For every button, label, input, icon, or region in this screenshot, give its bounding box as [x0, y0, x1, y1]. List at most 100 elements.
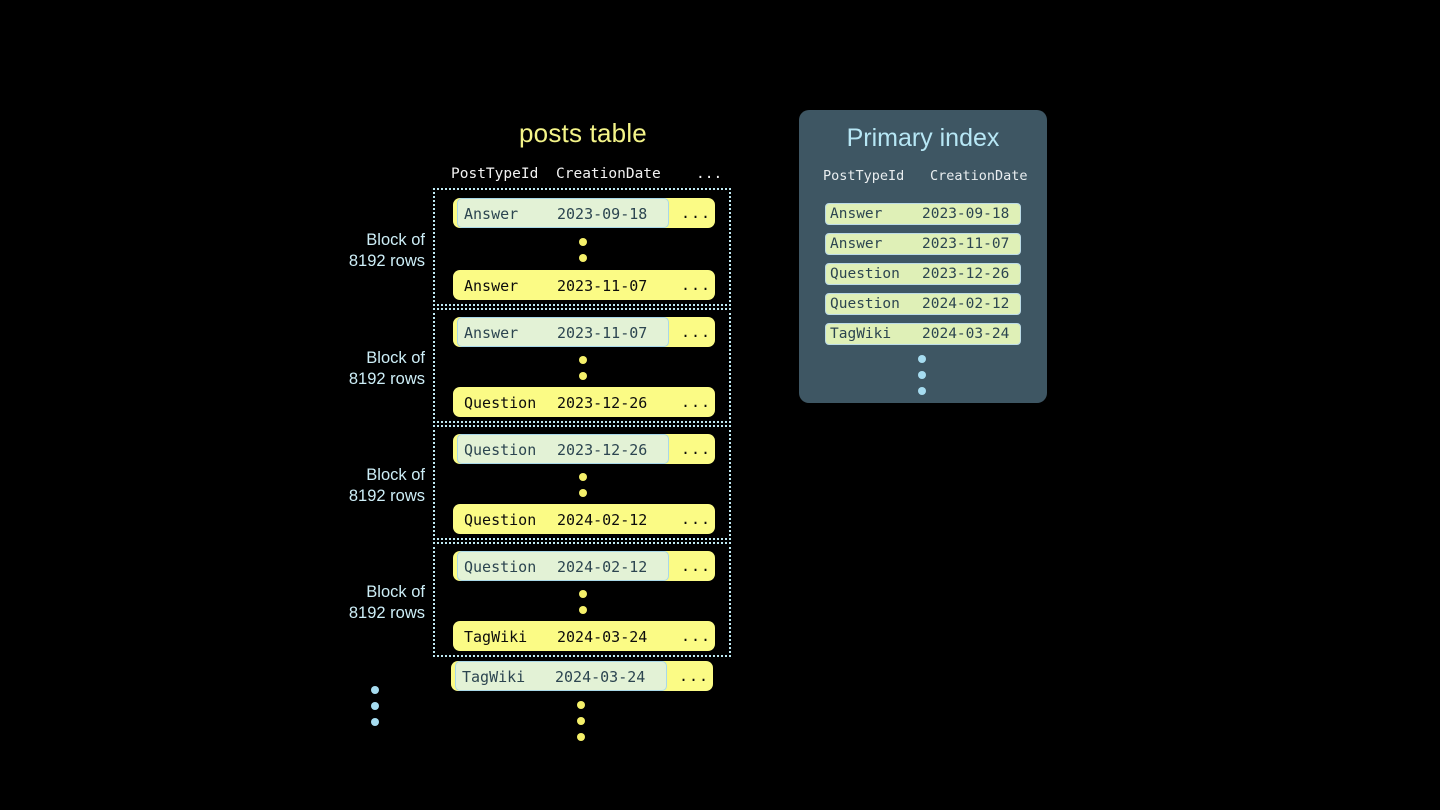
- row-cells: Question 2024-02-12: [457, 504, 669, 534]
- block-label-line-1: Block of: [366, 583, 425, 601]
- row-highlight-box: Answer 2023-09-18: [457, 198, 669, 228]
- column-header-creation-date: CreationDate: [930, 168, 1028, 184]
- cell-post-type-id: Question: [464, 558, 537, 576]
- primary-index-panel: Primary index PostTypeId CreationDate An…: [799, 110, 1047, 403]
- row-cells: Answer 2023-11-07: [457, 270, 669, 300]
- row-highlight-box: TagWiki 2024-03-24: [455, 661, 667, 691]
- table-block-4: Block of 8192 rows Question 2024-02-12 .…: [349, 542, 731, 657]
- column-header-post-type-id: PostTypeId: [823, 168, 905, 184]
- cell-post-type-id: Answer: [830, 236, 883, 252]
- cell-post-type-id: Question: [464, 511, 537, 529]
- table-row-trailing[interactable]: TagWiki 2024-03-24 ...: [451, 661, 713, 691]
- index-row[interactable]: TagWiki 2024-03-24: [825, 323, 1021, 345]
- table-row[interactable]: TagWiki 2024-03-24 ...: [453, 621, 715, 651]
- ellipsis-dot: [579, 372, 587, 380]
- ellipsis-dot: [577, 733, 585, 741]
- cell-more: ...: [681, 440, 712, 458]
- block-label-line-2: 8192 rows: [348, 370, 425, 388]
- ellipsis-dot: [371, 702, 379, 710]
- row-highlight-box: Question 2023-12-26: [457, 434, 669, 464]
- row-highlight-box: Question 2024-02-12: [457, 551, 669, 581]
- column-header-post-type-id: PostTypeId: [451, 166, 539, 182]
- column-header-creation-date: CreationDate: [556, 166, 661, 182]
- table-block-1: Block of 8192 rows Answer 2023-09-18 ...…: [349, 188, 731, 306]
- cell-creation-date: 2023-09-18: [922, 206, 1010, 222]
- block-label-line-2: 8192 rows: [348, 604, 425, 622]
- table-row[interactable]: Question 2023-12-26 ...: [453, 387, 715, 417]
- index-row[interactable]: Answer 2023-09-18: [825, 203, 1021, 225]
- cell-post-type-id: Answer: [464, 205, 519, 223]
- cell-post-type-id: Answer: [830, 206, 883, 222]
- ellipsis-dot: [579, 473, 587, 481]
- cell-more: ...: [681, 276, 712, 294]
- block-label-2: Block of 8192 rows: [333, 348, 425, 390]
- index-row[interactable]: Question 2023-12-26: [825, 263, 1021, 285]
- cell-post-type-id: TagWiki: [830, 326, 892, 342]
- cell-creation-date: 2023-12-26: [557, 394, 648, 412]
- table-block-2: Block of 8192 rows Answer 2023-11-07 ...…: [349, 308, 731, 423]
- cell-creation-date: 2023-12-26: [922, 266, 1010, 282]
- cell-creation-date: 2023-12-26: [557, 441, 648, 459]
- table-row[interactable]: Answer 2023-09-18 ...: [453, 198, 715, 228]
- table-bottom-ellipsis-dots: [577, 701, 587, 741]
- cell-post-type-id: TagWiki: [464, 628, 528, 646]
- cell-post-type-id: Question: [464, 394, 537, 412]
- block-label-line-2: 8192 rows: [348, 487, 425, 505]
- posts-table-title: posts table: [519, 118, 647, 148]
- ellipsis-dot: [579, 254, 587, 262]
- cell-creation-date: 2024-03-24: [557, 628, 648, 646]
- row-highlight-box: Answer 2023-11-07: [457, 317, 669, 347]
- column-header-more: ...: [696, 166, 723, 182]
- cell-more: ...: [681, 627, 712, 645]
- cell-more: ...: [681, 557, 712, 575]
- ellipsis-dot: [918, 355, 926, 363]
- block-list-ellipsis-dots: [371, 686, 381, 726]
- block-label-line-1: Block of: [366, 231, 425, 249]
- cell-more: ...: [681, 393, 712, 411]
- block-label-line-1: Block of: [366, 466, 425, 484]
- ellipsis-dot: [577, 717, 585, 725]
- cell-more: ...: [681, 510, 712, 528]
- cell-creation-date: 2023-11-07: [922, 236, 1010, 252]
- primary-index-rows: Answer 2023-09-18 Answer 2023-11-07 Ques…: [825, 203, 1021, 353]
- cell-creation-date: 2023-11-07: [557, 277, 648, 295]
- cell-post-type-id: Question: [830, 296, 900, 312]
- cell-post-type-id: Answer: [464, 277, 519, 295]
- cell-more: ...: [681, 323, 712, 341]
- index-row[interactable]: Answer 2023-11-07: [825, 233, 1021, 255]
- posts-table-column-headers: PostTypeId CreationDate ...: [451, 166, 731, 186]
- block-label-line-2: 8192 rows: [348, 252, 425, 270]
- cell-creation-date: 2023-09-18: [557, 205, 648, 223]
- ellipsis-dot: [918, 387, 926, 395]
- cell-post-type-id: Question: [830, 266, 900, 282]
- ellipsis-dot: [918, 371, 926, 379]
- primary-index-title: Primary index: [846, 124, 1000, 152]
- row-cells: Question 2023-12-26: [457, 387, 669, 417]
- cell-post-type-id: TagWiki: [462, 668, 526, 686]
- cell-post-type-id: Question: [464, 441, 537, 459]
- block-label-4: Block of 8192 rows: [333, 582, 425, 624]
- ellipsis-dot: [579, 606, 587, 614]
- cell-creation-date: 2024-03-24: [922, 326, 1010, 342]
- index-row[interactable]: Question 2024-02-12: [825, 293, 1021, 315]
- ellipsis-dot: [577, 701, 585, 709]
- ellipsis-dot: [579, 238, 587, 246]
- table-block-3: Block of 8192 rows Question 2023-12-26 .…: [349, 425, 731, 540]
- table-row[interactable]: Answer 2023-11-07 ...: [453, 317, 715, 347]
- ellipsis-dot: [371, 718, 379, 726]
- ellipsis-dot: [579, 590, 587, 598]
- table-row[interactable]: Question 2024-02-12 ...: [453, 551, 715, 581]
- block-label-line-1: Block of: [366, 349, 425, 367]
- row-cells: TagWiki 2024-03-24: [457, 621, 669, 651]
- table-row[interactable]: Question 2024-02-12 ...: [453, 504, 715, 534]
- cell-creation-date: 2024-03-24: [555, 668, 646, 686]
- table-row[interactable]: Answer 2023-11-07 ...: [453, 270, 715, 300]
- cell-more: ...: [681, 204, 712, 222]
- primary-index-ellipsis-dots: [918, 355, 928, 395]
- ellipsis-dot: [579, 489, 587, 497]
- cell-creation-date: 2023-11-07: [557, 324, 648, 342]
- block-label-1: Block of 8192 rows: [333, 230, 425, 272]
- table-row[interactable]: Question 2023-12-26 ...: [453, 434, 715, 464]
- ellipsis-dot: [371, 686, 379, 694]
